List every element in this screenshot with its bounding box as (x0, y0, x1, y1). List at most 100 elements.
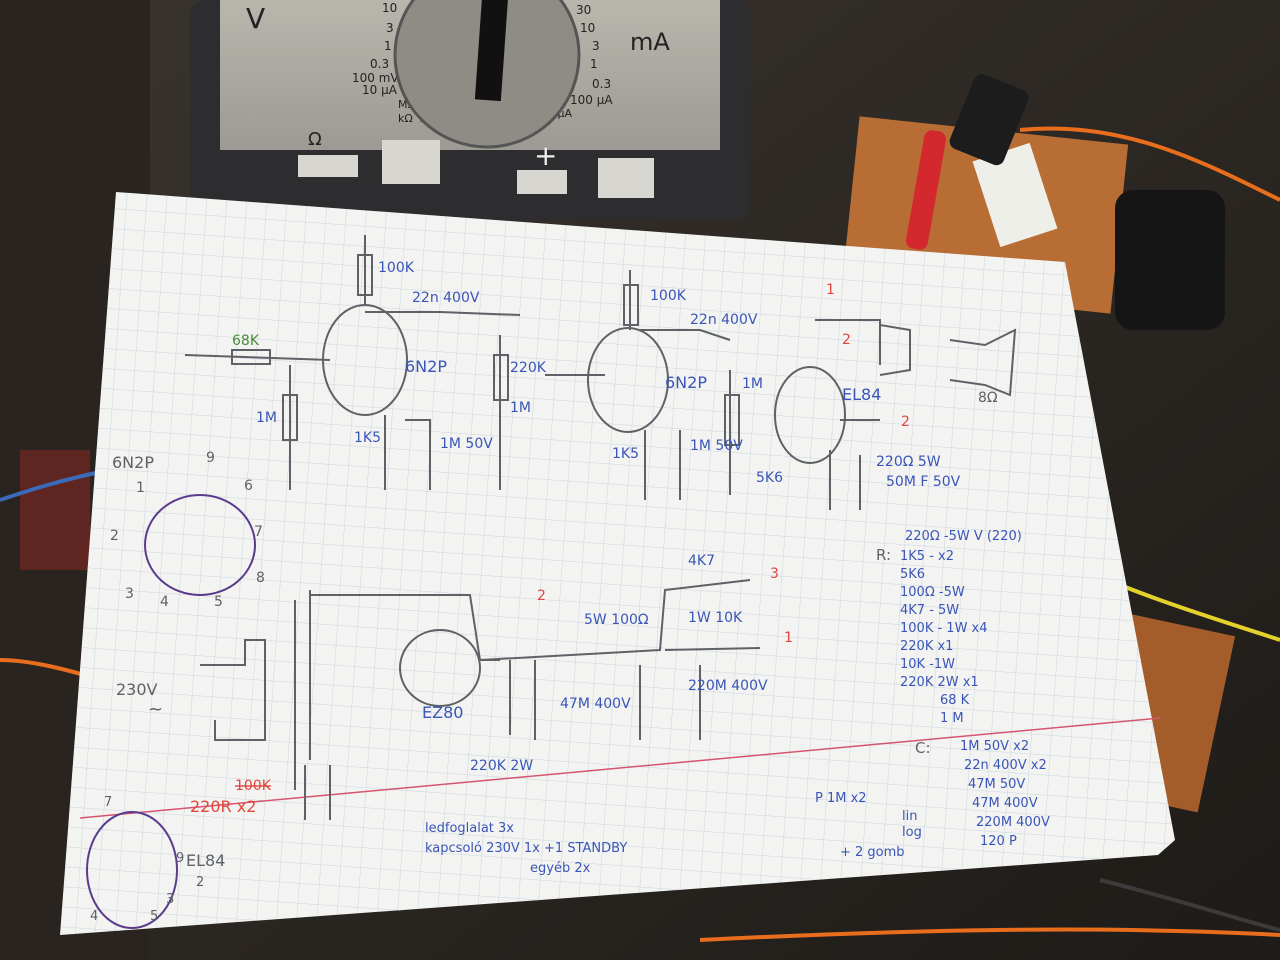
note-knobs: + 2 gomb (840, 845, 905, 860)
rectifier-ez80 (399, 629, 481, 707)
dial-left-label: 1 (384, 39, 392, 53)
label-cath-cap2: 1M 50V (690, 438, 743, 454)
red-part (20, 450, 90, 570)
note-line3: egyéb 2x (530, 861, 591, 876)
label-tube2: 6N2P (665, 373, 707, 392)
label-cath-cap1: 1M 50V (440, 436, 493, 452)
label-bleeder: 220K 2W (470, 758, 533, 774)
multimeter-button-1[interactable] (298, 155, 358, 177)
label-pinout-tube: 6N2P (112, 453, 154, 472)
label-res2: 220K (510, 360, 547, 376)
label-node3-psu: 3 (770, 566, 779, 582)
bom-capacitor-item: 220M 400V (976, 815, 1050, 830)
dial-right-label: 10 (580, 21, 595, 35)
bom-capacitors: 1M 50V x2 22n 400V x2 47M 50V 47M 400V 220M … (960, 739, 1050, 849)
label-plate1: 100K (378, 260, 415, 276)
pinout-pin-label: 2 (110, 528, 119, 544)
el84-pinout-pins: 7 92 3 4 5 (90, 795, 204, 924)
bom-r-label: R: (876, 546, 891, 564)
label-node1-psu: 1 (784, 630, 793, 646)
label-cath1: 1K5 (354, 430, 381, 446)
bom-capacitor-item: 47M 50V (968, 777, 1025, 792)
label-cath2: 1K5 (612, 446, 639, 462)
label-cath3: 220Ω 5W (876, 454, 941, 470)
electrolytic-capacitor-large (1115, 190, 1225, 330)
el84-pin-label: 7 (104, 795, 112, 810)
label-cap2: 22n 400V (690, 312, 758, 328)
label-mains: 230V (116, 680, 158, 699)
el84-pin-label: 9 (176, 851, 184, 866)
label-pot1: 1M (510, 400, 531, 416)
bom-capacitor-item: 47M 400V (972, 796, 1038, 811)
bom-c-label: C: (915, 739, 931, 757)
label-node2-top: 2 (842, 332, 851, 348)
schematic-paper (60, 192, 1175, 935)
label-grid-res1: 1M (256, 410, 277, 426)
multimeter-button-4[interactable] (598, 158, 654, 198)
note-log: log (902, 825, 922, 840)
schematic-labels: 68K 100K 22n 400V 6N2P 1M 1K5 1M 50V 220… (90, 260, 998, 924)
bom-resistor-item: 4K7 - 5W (900, 603, 959, 618)
label-r1: 5W 100Ω (584, 612, 649, 628)
shopping-notes: ledfoglalat 3x kapcsoló 230V 1x +1 STAND… (425, 791, 922, 876)
pinout-pin-label: 6 (244, 478, 253, 494)
el84-pin-label: 4 (90, 909, 98, 924)
multimeter-plus-label: + (534, 139, 557, 172)
dial-right-label: 30 (576, 3, 591, 17)
tube-el84 (774, 366, 846, 464)
red-test-clip (906, 130, 946, 250)
bom-resistor-item: 10K -1W (900, 657, 955, 672)
label-node2b-top: 2 (901, 414, 910, 430)
power-resistor (972, 142, 1058, 248)
bom-resistor-item: 68 K (940, 693, 970, 708)
label-speaker: 8Ω (978, 390, 998, 406)
label-plate2: 100K (650, 288, 687, 304)
el84-pin-label: 2 (196, 875, 204, 890)
schematic-wiring (86, 235, 1017, 929)
dial-pointer (474, 0, 509, 102)
paper-margin-line (79, 717, 1161, 819)
bom-resistor-item: 1 M (940, 711, 964, 726)
label-heater-res-struck: 100K (235, 778, 272, 794)
dial-left-label: 100 mV (352, 71, 399, 85)
label-tube3: EL84 (842, 385, 881, 404)
note-line1: ledfoglalat 3x (425, 821, 514, 836)
note-lin: lin (902, 809, 917, 824)
note-line2: kapcsoló 230V 1x +1 STANDBY (425, 841, 627, 856)
bom-resistor-item: 100Ω -5W (900, 585, 965, 600)
multimeter-button-3[interactable] (517, 170, 567, 194)
pinout-pin-label: 4 (160, 594, 169, 610)
bom-capacitor-item: 22n 400V x2 (964, 758, 1047, 773)
label-cath-cap3: 50M F 50V (886, 474, 961, 490)
el84-pin-label: 3 (166, 892, 174, 907)
label-ac: ~ (148, 699, 163, 720)
multimeter-button-2[interactable] (382, 140, 440, 184)
el84-pin-label: 5 (150, 909, 158, 924)
bom-resistor-item: 1K5 - x2 (900, 549, 954, 564)
pinout-pin-label: 8 (256, 570, 265, 586)
label-node1-top: 1 (826, 282, 835, 298)
pinout-el84-circle (86, 811, 178, 929)
label-cap1: 22n 400V (412, 290, 480, 306)
dial-right-label: 3 (592, 39, 600, 53)
label-r3: 1W 10K (688, 610, 743, 626)
label-in-res: 68K (232, 333, 260, 349)
label-tube1: 6N2P (405, 357, 447, 376)
dial-right-label: 0.3 (592, 77, 611, 91)
label-grid-stop: 5K6 (756, 470, 783, 486)
pinout-pin-label: 7 (254, 524, 263, 540)
bom-resistor-item: 220K x1 (900, 639, 953, 654)
bom-capacitor-item: 1M 50V x2 (960, 739, 1029, 754)
label-pot2: 1M (742, 376, 763, 392)
label-rectifier: EZ80 (422, 703, 463, 722)
note-pot: P 1M x2 (815, 791, 867, 806)
tube-6n2p-2 (587, 327, 669, 433)
dial-left-label: 3 (386, 21, 394, 35)
dial-right-label: 1 (590, 57, 598, 71)
